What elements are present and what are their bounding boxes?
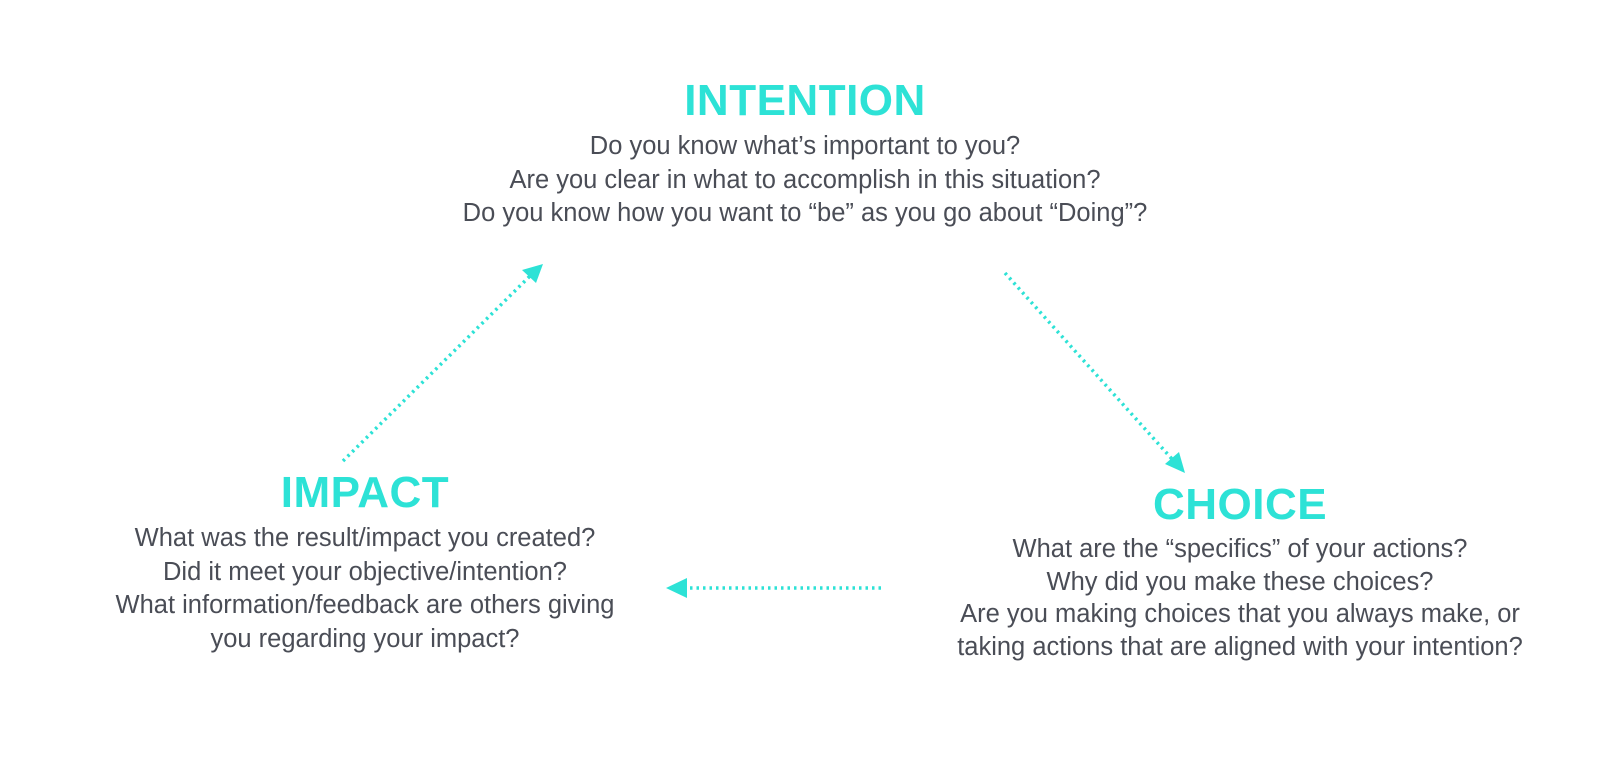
impact-node: IMPACT What was the result/impact you cr… — [40, 468, 690, 656]
intention-question: Are you clear in what to accomplish in t… — [509, 165, 1101, 194]
intention-node: INTENTION Do you know what’s important t… — [380, 76, 1230, 231]
choice-question: Why did you make these choices? — [1046, 567, 1434, 596]
choice-question: Are you making choices that you always m… — [960, 600, 1520, 628]
arrow-intention-to-choice — [1003, 271, 1185, 473]
intention-questions: Do you know what’s important to you? Are… — [380, 130, 1230, 231]
impact-question: you regarding your impact? — [210, 624, 520, 653]
choice-node: CHOICE What are the “specifics” of your … — [880, 480, 1600, 663]
intention-title: INTENTION — [684, 76, 926, 125]
arrow-choice-to-impact — [666, 578, 881, 598]
impact-questions: What was the result/impact you created? … — [40, 522, 690, 656]
impact-question: What was the result/impact you created? — [134, 524, 596, 552]
impact-question: Did it meet your objective/intention? — [163, 557, 567, 586]
choice-questions: What are the “specifics” of your actions… — [880, 533, 1600, 663]
choice-question: taking actions that are aligned with you… — [957, 632, 1523, 661]
impact-question: What information/feedback are others giv… — [115, 591, 615, 619]
choice-title: CHOICE — [1152, 480, 1328, 529]
arrow-impact-to-intention — [341, 264, 543, 463]
choice-question: What are the “specifics” of your actions… — [1012, 535, 1468, 563]
impact-title: IMPACT — [280, 468, 450, 517]
intention-question: Do you know how you want to “be” as you … — [462, 199, 1148, 227]
intention-question: Do you know what’s important to you? — [589, 132, 1021, 160]
